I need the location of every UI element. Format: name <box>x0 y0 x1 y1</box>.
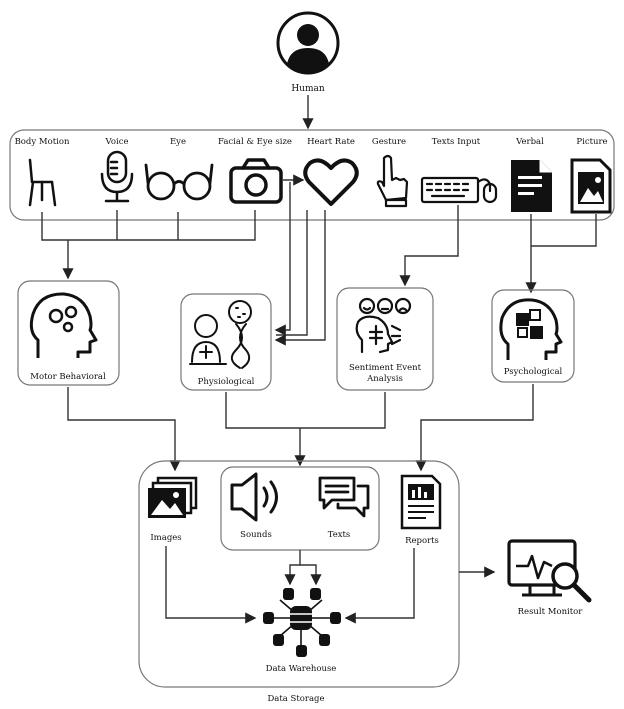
motor-behavioral-label: Motor Behavioral <box>30 372 106 382</box>
sentiment-label-line1: Sentiment Event <box>349 363 422 373</box>
physiological-label: Physiological <box>198 377 255 387</box>
input-connectors <box>41 174 597 346</box>
input-panel <box>9 129 615 221</box>
images-icon <box>148 476 198 518</box>
input-label-body-motion: Body Motion <box>15 137 70 147</box>
monitor-search-icon <box>507 539 592 603</box>
physiological-box <box>180 293 272 391</box>
sentiment-box <box>336 287 434 391</box>
images-label: Images <box>150 533 181 543</box>
data-warehouse-icon <box>263 588 341 657</box>
picture-file-icon <box>570 158 612 214</box>
document-icon <box>511 160 552 212</box>
psychological-box <box>491 289 575 383</box>
glasses-icon <box>144 163 214 201</box>
input-label-verbal: Verbal <box>515 137 544 147</box>
pointing-hand-icon <box>376 154 409 208</box>
analysis-connectors <box>67 384 534 472</box>
input-label-picture: Picture <box>576 137 607 147</box>
microphone-icon <box>100 150 134 203</box>
data-warehouse-label: Data Warehouse <box>266 664 337 674</box>
input-label-eye: Eye <box>170 137 186 147</box>
input-label-texts-input: Texts Input <box>432 137 481 147</box>
keyboard-mouse-icon <box>420 176 498 204</box>
texts-label: Texts <box>328 530 351 540</box>
storage-connectors <box>165 546 496 624</box>
motor-behavioral-box <box>17 280 120 386</box>
data-storage-title: Data Storage <box>267 694 324 704</box>
input-label-voice: Voice <box>105 137 129 147</box>
chair-icon <box>28 158 57 207</box>
sounds-label: Sounds <box>240 530 272 540</box>
head-gears-icon <box>29 292 98 358</box>
speaker-icon <box>230 472 278 522</box>
sentiment-head-icon <box>355 297 412 354</box>
physiology-icon <box>189 300 252 369</box>
result-monitor-label: Result Monitor <box>518 607 584 617</box>
sentiment-label-line2: Analysis <box>366 374 403 384</box>
heart-icon <box>303 158 359 206</box>
data-storage-box <box>138 460 460 688</box>
chat-bubbles-icon <box>318 476 370 518</box>
human-label: Human <box>291 84 325 94</box>
input-label-facial: Facial & Eye size <box>218 137 292 147</box>
reports-label: Reports <box>405 536 439 546</box>
human-icon <box>276 11 340 75</box>
psychological-label: Psychological <box>504 367 563 377</box>
report-icon <box>400 474 442 530</box>
input-label-heart-rate: Heart Rate <box>307 137 355 147</box>
head-puzzle-icon <box>499 298 563 360</box>
camera-icon <box>229 158 283 204</box>
input-label-gesture: Gesture <box>372 137 406 147</box>
